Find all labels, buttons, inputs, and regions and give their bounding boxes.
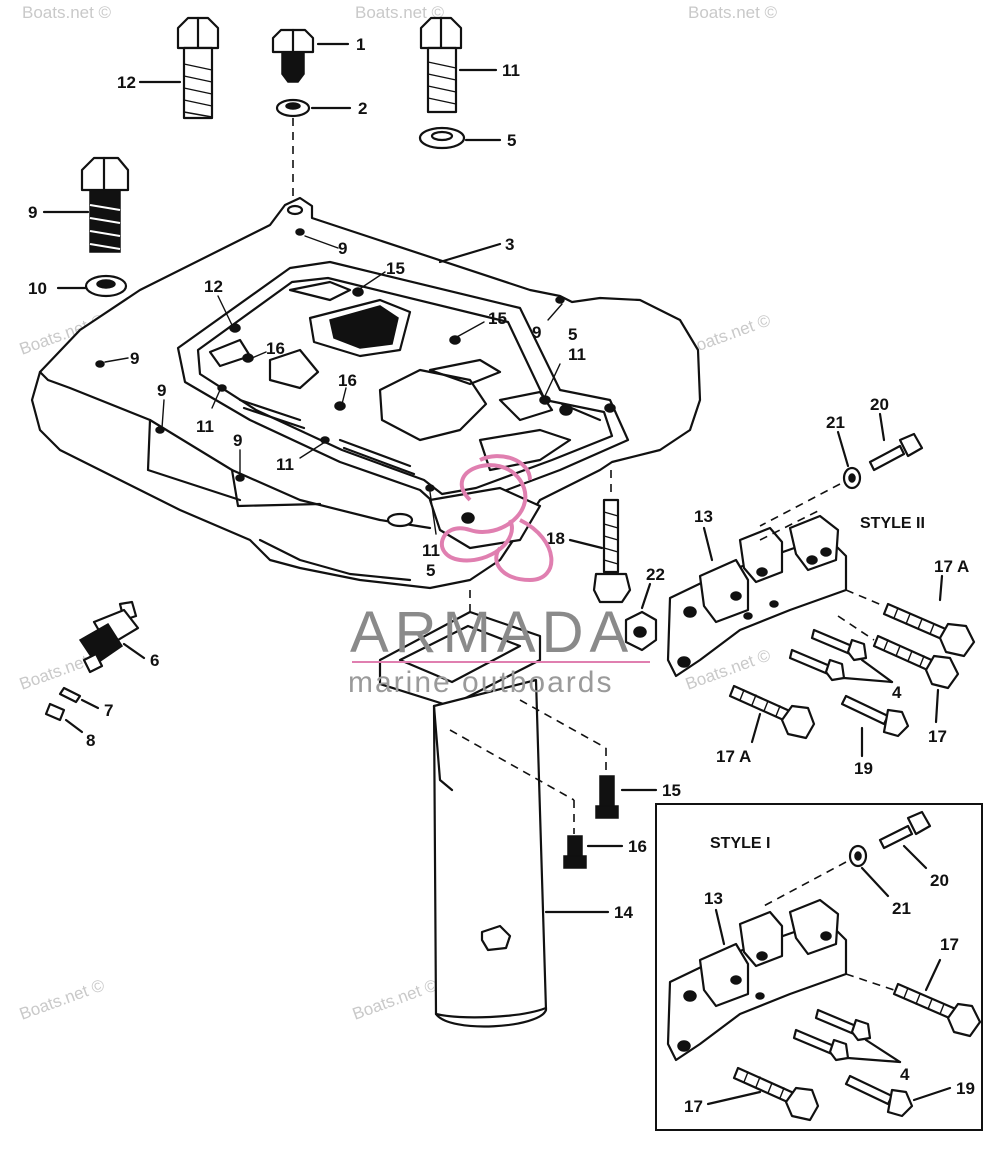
style-1-inset: STYLE I 20 21 13 17 (655, 803, 983, 1131)
callout-12: 12 (117, 73, 136, 92)
callout-13: 13 (704, 889, 723, 908)
brand-logo: ARMADA marine outboards (348, 454, 650, 699)
callout-21: 21 (826, 413, 845, 432)
callout-4: 4 (900, 1065, 910, 1084)
brand-name: ARMADA (350, 600, 634, 665)
callout-4: 4 (892, 683, 902, 702)
callout-16: 16 (628, 837, 647, 856)
adapter-plate-3 (30, 196, 702, 590)
bolt-1: 1 (271, 28, 365, 83)
washer-2: 2 (275, 98, 367, 205)
callout-11: 11 (276, 455, 294, 474)
callout-14: 14 (614, 903, 633, 922)
bolt-18: 18 (546, 470, 632, 604)
callout-2: 2 (358, 99, 367, 118)
callout-17a: 17 A (716, 747, 751, 766)
callout-20: 20 (930, 871, 949, 890)
callout-9: 9 (338, 239, 347, 258)
bolt-9: 9 (28, 156, 130, 253)
callout-17a: 17 A (934, 557, 969, 576)
callout-1: 1 (356, 35, 365, 54)
callout-7: 7 (104, 701, 113, 720)
callout-8: 8 (86, 731, 95, 750)
callout-17: 17 (684, 1097, 703, 1116)
bolt-12: 12 (117, 16, 220, 120)
callout-19: 19 (854, 759, 873, 778)
bolt-11: 11 (419, 16, 520, 114)
watermark: Boats.net © (355, 3, 445, 22)
callout-18: 18 (546, 529, 565, 548)
style-2-heading: STYLE II (860, 515, 925, 532)
sender-6: 6 (78, 600, 159, 674)
style-2-mount: STYLE II 20 21 13 17 A (666, 395, 976, 778)
nut-22: 22 (624, 565, 665, 652)
callout-22: 22 (646, 565, 665, 584)
callout-5: 5 (568, 325, 577, 344)
callout-16: 16 (266, 339, 285, 358)
washer-10: 10 (28, 274, 128, 298)
watermark: Boats.net © (688, 3, 778, 22)
watermark: Boats.net © (22, 3, 112, 22)
parts-7-8: 7 8 (44, 686, 113, 750)
callout-17: 17 (940, 935, 959, 954)
washer-5: 5 (418, 126, 516, 150)
callout-12: 12 (204, 277, 223, 296)
callout-17: 17 (928, 727, 947, 746)
watermark: Boats.net © (350, 975, 441, 1023)
callout-11: 11 (502, 61, 520, 80)
exhaust-tube-14: 14 (378, 590, 633, 1028)
callout-15: 15 (386, 259, 405, 278)
callout-11: 11 (422, 541, 440, 560)
callout-9: 9 (532, 323, 541, 342)
callout-9: 9 (233, 431, 242, 450)
style-1-heading: STYLE I (710, 835, 770, 852)
callout-9: 9 (28, 203, 37, 222)
callout-6: 6 (150, 651, 159, 670)
brand-tagline: marine outboards (348, 666, 613, 699)
callout-19: 19 (956, 1079, 975, 1098)
callout-9: 9 (130, 349, 139, 368)
screw-16: 16 (563, 835, 647, 869)
callout-13: 13 (694, 507, 713, 526)
callout-15: 15 (662, 781, 681, 800)
callout-10: 10 (28, 279, 47, 298)
plate-callouts: 3 9 15 12 15 16 9 9 16 5 11 9 11 9 11 11… (104, 235, 586, 580)
callout-21: 21 (892, 899, 911, 918)
callout-9: 9 (157, 381, 166, 400)
callout-3: 3 (505, 235, 514, 254)
callout-11: 11 (568, 345, 586, 364)
callout-20: 20 (870, 395, 889, 414)
callout-5: 5 (426, 561, 435, 580)
callout-16: 16 (338, 371, 357, 390)
callout-15: 15 (488, 309, 507, 328)
callout-11: 11 (196, 417, 214, 436)
watermark: Boats.net © (17, 975, 108, 1023)
callout-5: 5 (507, 131, 516, 150)
screw-15: 15 (595, 775, 681, 819)
